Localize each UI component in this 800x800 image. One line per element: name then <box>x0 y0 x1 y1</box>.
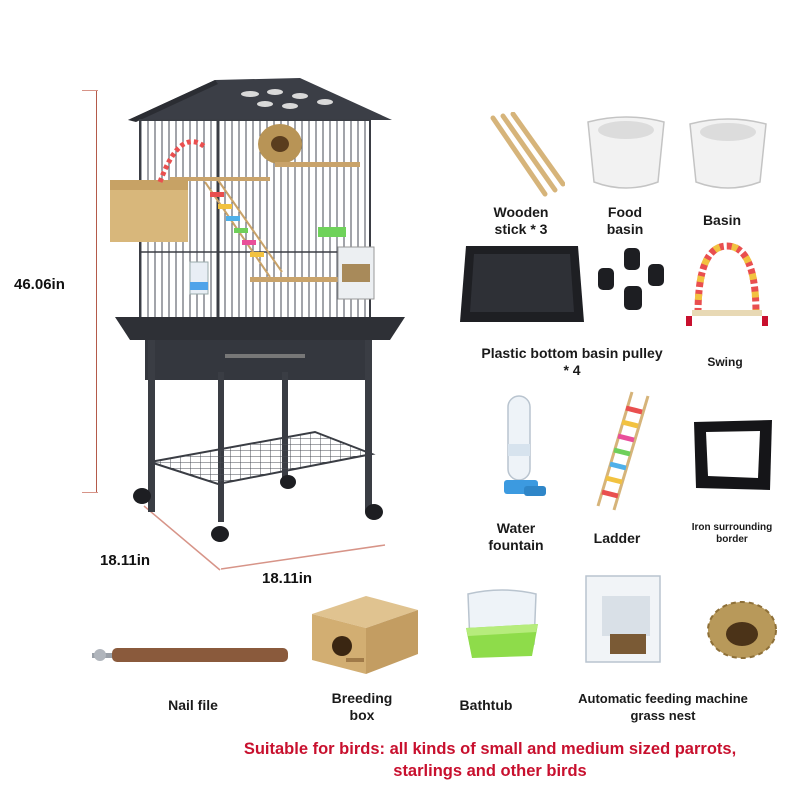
width-dimension-line <box>220 544 386 570</box>
grass-nest-image <box>707 601 777 659</box>
bathtub-label: Bathtub <box>459 697 513 713</box>
bathtub-image <box>466 589 538 658</box>
bird-cage <box>110 78 405 542</box>
water-fountain-image <box>504 395 546 496</box>
height-dimension-line <box>96 90 97 493</box>
food-basin-image <box>587 116 665 189</box>
iron-border-label: Iron surrounding border <box>691 522 773 545</box>
wooden-stick-image <box>490 112 565 197</box>
height-dimension-label: 46.06in <box>14 276 65 293</box>
swing-label: Swing <box>707 355 743 369</box>
automatic-feeder-image <box>585 575 661 663</box>
suitability-note: Suitable for birds: all kinds of small a… <box>200 738 780 782</box>
suitability-note-line2: starlings and other birds <box>393 762 587 780</box>
height-dimension-cap-top <box>82 90 98 91</box>
ladder-image <box>596 391 650 511</box>
suitability-note-line1: Suitable for birds: all kinds of small a… <box>243 740 737 758</box>
nail-file-label: Nail file <box>168 697 218 713</box>
water-fountain-label: Water fountain <box>488 520 544 553</box>
basin-image <box>689 118 767 189</box>
ladder-label: Ladder <box>593 530 641 546</box>
bottom-basin-label: Plastic bottom basin pulley * 4 <box>481 345 663 378</box>
wooden-stick-label: Wooden stick * 3 <box>493 204 549 237</box>
feeder-nest-label: Automatic feeding machine grass nest <box>578 691 748 723</box>
height-dimension-cap-bottom <box>82 492 98 493</box>
swing-image <box>686 242 768 326</box>
breeding-box-label: Breeding box <box>331 690 393 723</box>
iron-border-image <box>694 420 772 490</box>
depth-dimension-label: 18.11in <box>100 552 151 569</box>
pulley-image <box>598 248 664 310</box>
food-basin-label: Food basin <box>606 204 644 237</box>
bottom-basin-image <box>460 246 584 322</box>
breeding-box-image <box>312 596 418 674</box>
depth-dimension-line <box>143 505 221 571</box>
nail-file-image <box>92 648 288 662</box>
basin-label: Basin <box>702 212 742 228</box>
width-dimension-label: 18.11in <box>262 570 313 587</box>
